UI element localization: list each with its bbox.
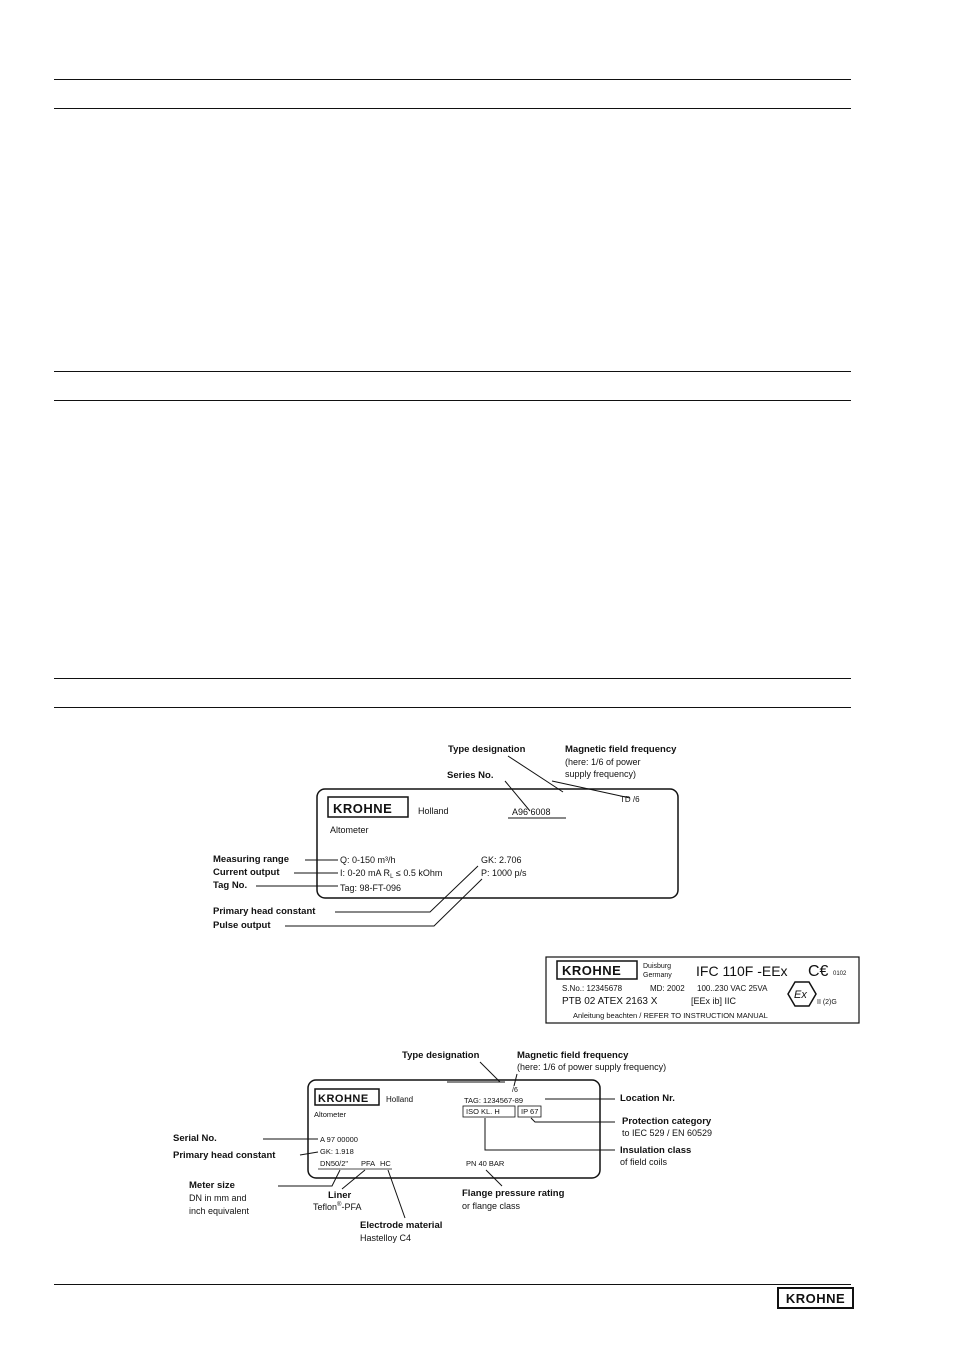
plate-2-ex-hexagon <box>787 981 817 1007</box>
plate-2-city: Duisburg <box>643 963 671 970</box>
plate-3-liner-value: PFA <box>361 1159 375 1168</box>
label-magnetic-freq-note-3: (here: 1/6 of power supply frequency) <box>517 1062 666 1072</box>
plate-3-freq-value: /6 <box>512 1087 518 1094</box>
label-flange-note: or flange class <box>462 1201 521 1211</box>
label-magnetic-freq-3: Magnetic field frequency <box>517 1050 629 1061</box>
plate-1-logo-box <box>327 796 409 818</box>
label-protection-category: Protection category <box>622 1116 712 1127</box>
plate-2-eex: [EEx ib] IIC <box>691 996 737 1006</box>
plate-3-logo: KROHNE <box>318 1093 369 1105</box>
label-current-output: Current output <box>213 867 280 878</box>
plate-3-ip-box <box>517 1105 542 1118</box>
plate-3-iso-box <box>462 1105 516 1118</box>
plate-3-pn-value: PN 40 BAR <box>466 1159 505 1168</box>
plate-3-tag-value: TAG: 1234567-89 <box>464 1096 523 1105</box>
plate-3-dn-value: DN50/2" <box>320 1159 348 1168</box>
plate-1-frame <box>316 788 679 899</box>
label-serial-no: Serial No. <box>173 1133 217 1144</box>
label-series-no: Series No. <box>447 770 493 781</box>
plate-2-ce-mark: C€ <box>808 963 829 980</box>
plate-3-logo-box <box>314 1088 380 1106</box>
label-electrode-material: Electrode material <box>360 1220 442 1231</box>
footer-logo: KROHNE <box>777 1287 854 1309</box>
label-magnetic-freq-note-1a: (here: 1/6 of power <box>565 757 641 767</box>
nameplate-2: KROHNE Duisburg Germany IFC 110F -EEx C€… <box>545 956 860 1024</box>
section-rule-2 <box>54 400 851 401</box>
plate-2-ex-class: II (2)G <box>817 999 837 1006</box>
plate-2-power: 100..230 VAC 25VA <box>697 984 768 993</box>
plate-3-iso-value: ISO KL. H <box>466 1107 500 1116</box>
plate-3-serial-value: A 97 00000 <box>320 1135 358 1144</box>
label-type-designation-1: Type designation <box>448 744 526 755</box>
plate-1-series-value: A96 6008 <box>512 807 551 817</box>
section-rule-4 <box>54 707 851 708</box>
header-rule-1 <box>54 79 851 80</box>
label-magnetic-freq-note-1b: supply frequency) <box>565 769 636 779</box>
plate-1-freq-value: TD /6 <box>620 795 640 804</box>
footer-rule <box>54 1284 851 1285</box>
plate-2-manual: Anleitung beachten / REFER TO INSTRUCTIO… <box>573 1011 768 1020</box>
plate-2-ptb: PTB 02 ATEX 2163 X <box>562 996 658 1007</box>
plate-3-electrode-value: HC <box>380 1159 391 1168</box>
plate-1-gk-value: GK: 2.706 <box>481 855 522 865</box>
label-tag-no: Tag No. <box>213 880 247 891</box>
plate-2-logo: KROHNE <box>562 963 621 978</box>
plate-1-pulse-value: P: 1000 p/s <box>481 868 527 878</box>
footer-logo-text: KROHNE <box>785 1290 846 1306</box>
label-flange-pressure: Flange pressure rating <box>462 1188 565 1199</box>
plate-1-range-value: Q: 0-150 m³/h <box>340 855 396 865</box>
plate-1-origin: Holland <box>418 806 449 816</box>
plate-2-ce-number: 0102 <box>833 971 847 977</box>
label-liner-note: Teflon®-PFA <box>313 1201 361 1212</box>
plate-1-current-value: I: 0-20 mA RL ≤ 0.5 kOhm <box>340 868 442 880</box>
nameplate-1: KROHNE Holland Altometer A96 6008 TD /6 … <box>213 744 679 931</box>
plate-1-logo: KROHNE <box>333 801 392 816</box>
plate-3-ip-value: IP 67 <box>521 1107 538 1116</box>
label-meter-size-note-1: DN in mm and <box>189 1193 247 1203</box>
plate-1-tag-value: Tag: 98-FT-096 <box>340 883 401 893</box>
label-pulse-output: Pulse output <box>213 920 271 931</box>
label-protection-note: to IEC 529 / EN 60529 <box>622 1128 712 1138</box>
plate-3-product: Altometer <box>314 1110 347 1119</box>
plate-1-product: Altometer <box>330 825 369 835</box>
label-liner: Liner <box>328 1190 352 1201</box>
label-location-nr: Location Nr. <box>620 1093 675 1104</box>
plate-3-gk-value: GK: 1.918 <box>320 1147 354 1156</box>
plate-2-country: Germany <box>643 972 672 979</box>
label-primary-head-constant-1: Primary head constant <box>213 906 316 917</box>
plate-2-logo-box <box>556 960 638 980</box>
nameplate-3: KROHNE Holland Altometer /6 TAG: 1234567… <box>173 1050 712 1243</box>
label-insulation-class: Insulation class <box>620 1145 691 1156</box>
plate-1-leader-lines <box>256 755 631 927</box>
label-measuring-range: Measuring range <box>213 854 289 865</box>
plate-3-origin: Holland <box>386 1095 413 1104</box>
plate-3-frame <box>307 1079 601 1179</box>
plate-2-ex-mark: Ex <box>794 989 807 1001</box>
plate-2-md: MD: 2002 <box>650 984 685 993</box>
section-rule-1 <box>54 371 851 372</box>
label-electrode-note: Hastelloy C4 <box>360 1233 411 1243</box>
label-magnetic-freq-1: Magnetic field frequency <box>565 744 677 755</box>
label-meter-size-note-2: inch equivalent <box>189 1206 250 1216</box>
header-rule-2 <box>54 108 851 109</box>
label-primary-head-constant-3: Primary head constant <box>173 1150 276 1161</box>
label-meter-size: Meter size <box>189 1180 235 1191</box>
plate-2-serial: S.No.: 12345678 <box>562 984 623 993</box>
section-rule-3 <box>54 678 851 679</box>
label-insulation-note: of field coils <box>620 1157 668 1167</box>
plate-2-frame <box>545 956 860 1024</box>
plate-2-model: IFC 110F -EEx <box>696 963 788 979</box>
plate-3-leader-lines <box>263 1061 615 1219</box>
label-type-designation-3: Type designation <box>402 1050 480 1061</box>
